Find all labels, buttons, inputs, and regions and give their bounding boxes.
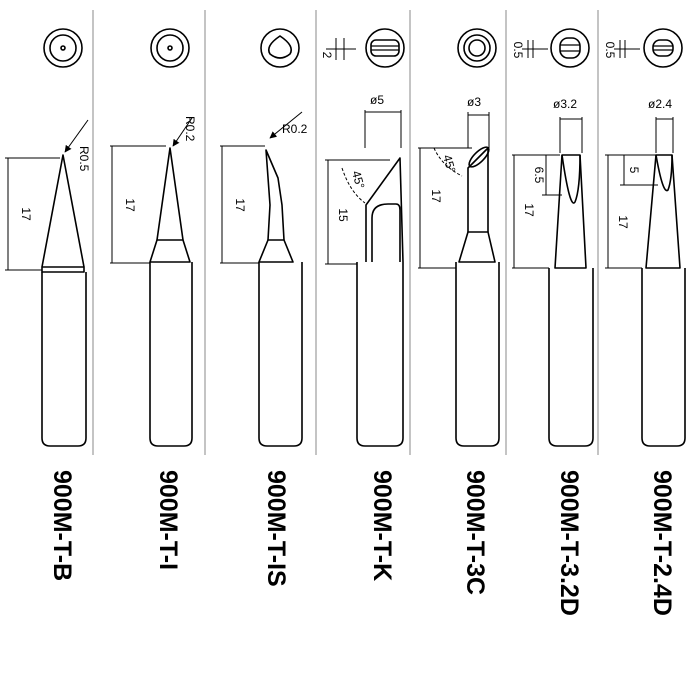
tip-screwdriver <box>554 154 587 269</box>
tip-knife-face <box>371 203 401 262</box>
tip-900m-t-b <box>5 28 89 447</box>
tip-cone <box>156 147 184 241</box>
end-view-inner-circle <box>463 34 491 62</box>
thickness-label: 0.5 <box>603 42 617 59</box>
thickness-label: 2 <box>320 52 334 59</box>
tip-900m-t-i <box>110 28 193 447</box>
end-view-outer-circle <box>365 28 405 68</box>
angle-label: 45° <box>440 153 458 174</box>
model-label-900m-t-b: 900M-T-B <box>48 470 76 581</box>
end-view-inner-circle <box>49 34 77 62</box>
end-view-teardrop <box>267 35 293 59</box>
end-view-outer-circle <box>150 28 190 68</box>
angle-label: 45° <box>349 169 367 190</box>
tip-900m-t-3.2d <box>512 28 594 447</box>
tip-900m-t-is <box>220 28 303 447</box>
tip-collar <box>458 231 496 263</box>
length-label: 17 <box>123 198 137 212</box>
tip-shank <box>356 262 404 447</box>
diameter-label: ø2.4 <box>648 97 672 111</box>
end-view-inner-circle <box>156 34 184 62</box>
tip-knife-blade <box>365 157 404 263</box>
tip-shank <box>455 262 500 447</box>
tip-900m-t-2.4d <box>605 28 686 447</box>
radius-label: R0.2 <box>282 122 308 136</box>
end-view-tip-dot <box>167 45 173 51</box>
tip-900m-t-3c <box>418 28 500 447</box>
end-view-outer-circle <box>457 28 497 68</box>
tip-bent-cone <box>265 149 285 241</box>
flat-label: 6.5 <box>532 167 546 184</box>
length-label: 17 <box>429 189 443 203</box>
model-label-900m-t-2.4d: 900M-T-2.4D <box>648 470 676 616</box>
length-label: 17 <box>233 198 247 212</box>
flat-label: 5 <box>627 167 641 174</box>
tip-shank <box>641 268 686 447</box>
model-label-900m-t-3.2d: 900M-T-3.2D <box>555 470 583 616</box>
end-view-tip-dot <box>60 45 66 51</box>
end-view-blade <box>370 39 400 57</box>
tip-shank <box>258 262 303 447</box>
end-view-blade <box>559 37 581 59</box>
model-label-900m-t-i: 900M-T-I <box>154 470 182 570</box>
tip-shank <box>41 272 87 447</box>
diameter-label: ø5 <box>370 93 384 107</box>
length-label: 17 <box>19 207 33 221</box>
model-label-900m-t-3c: 900M-T-3C <box>461 470 489 595</box>
tip-screwdriver-face <box>655 154 673 192</box>
tip-band <box>41 266 85 273</box>
length-label: 17 <box>522 203 536 217</box>
tip-shank <box>149 262 193 447</box>
tip-shank <box>548 268 594 447</box>
tip-screwdriver-face <box>561 154 581 204</box>
end-view-blade <box>652 39 674 57</box>
column-separators <box>92 10 599 455</box>
length-label: 17 <box>616 215 630 229</box>
radius-label: R0.2 <box>183 116 197 142</box>
model-label-900m-t-k: 900M-T-K <box>368 470 396 581</box>
tip-bevel-face <box>468 146 490 168</box>
dimension-labels: 17 R0.5 17 R0.2 17 R0.2 2 ø5 15 45° ø3 1… <box>19 42 672 229</box>
thickness-label: 0.5 <box>511 42 525 59</box>
end-view-outer-circle <box>643 28 683 68</box>
model-label-900m-t-is: 900M-T-IS <box>262 470 290 587</box>
tip-screwdriver <box>645 154 681 269</box>
tip-collar <box>149 239 191 263</box>
diameter-label: ø3.2 <box>553 97 577 111</box>
end-view-outer-circle <box>43 28 83 68</box>
tip-bevel-rod <box>467 147 489 232</box>
model-labels: 900M-T-B 900M-T-I 900M-T-IS 900M-T-K 900… <box>48 470 676 616</box>
tip-cone <box>41 154 85 268</box>
tip-900m-t-k <box>325 28 405 447</box>
length-label: 15 <box>336 208 350 222</box>
radius-label: R0.5 <box>77 146 91 172</box>
end-view-tip-circle <box>468 39 486 57</box>
end-view-outer-circle <box>550 28 590 68</box>
diameter-label: ø3 <box>467 95 481 109</box>
end-view-outer-circle <box>260 28 300 68</box>
tip-collar <box>258 239 294 263</box>
